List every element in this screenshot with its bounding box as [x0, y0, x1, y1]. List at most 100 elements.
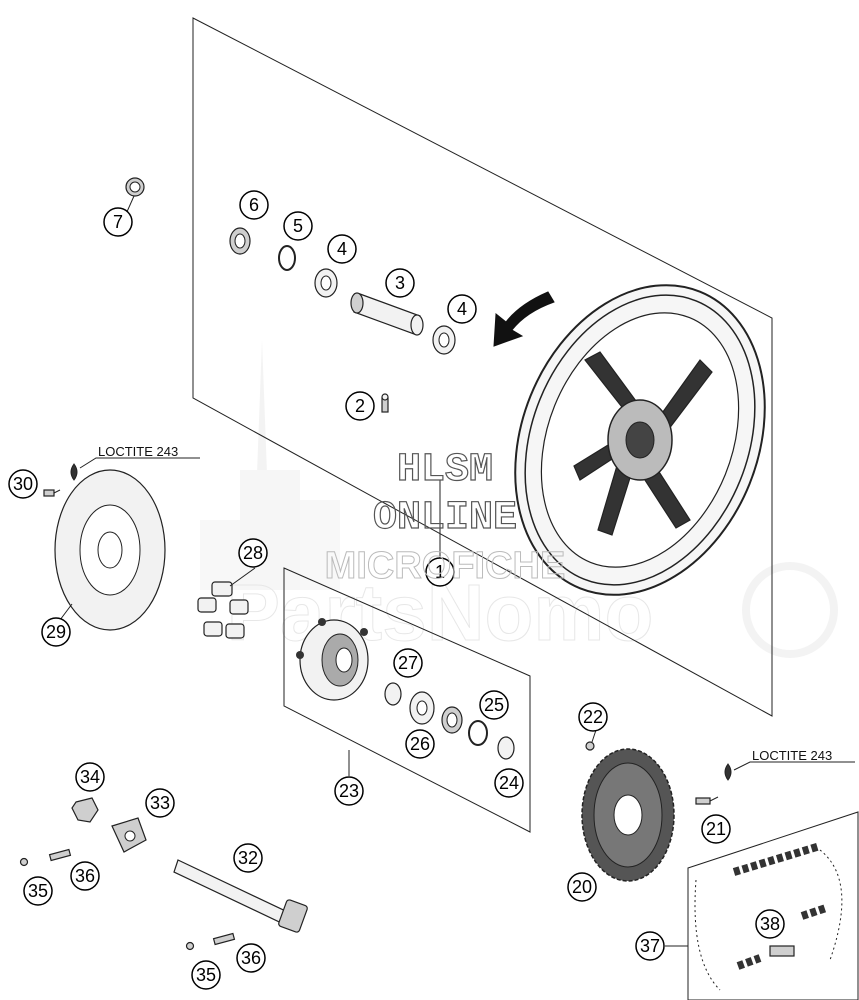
drive-chain — [694, 842, 843, 991]
callout-3: 3 — [385, 268, 415, 298]
callout-circle — [191, 960, 221, 990]
callout-4b: 4 — [447, 294, 477, 324]
callout-number: 36 — [75, 866, 95, 886]
callout-circle — [283, 211, 313, 241]
sprocket-carrier — [296, 618, 369, 701]
callout-number: 30 — [13, 474, 33, 494]
loctite-label-right: LOCTITE 243 — [752, 748, 832, 763]
callout-circle — [75, 762, 105, 792]
callout-37: 37 — [635, 931, 665, 961]
callout-number: 22 — [583, 707, 603, 727]
callout-circle — [701, 814, 731, 844]
sprocket-nut — [585, 741, 595, 751]
rear-wheel — [514, 284, 766, 596]
bearing-left — [314, 268, 338, 298]
leader-lines — [59, 195, 688, 947]
callout-2: 2 — [345, 391, 375, 421]
loctite-leader-right — [733, 761, 855, 771]
callout-22: 22 — [578, 702, 608, 732]
callout-circle — [405, 729, 435, 759]
callout-number: 20 — [572, 877, 592, 897]
callout-number: 6 — [249, 195, 259, 215]
callout-5: 5 — [283, 211, 313, 241]
loctite-drop-left-icon — [70, 463, 78, 481]
callout-25: 25 — [479, 690, 509, 720]
callout-circle — [334, 776, 364, 806]
callout-circle — [145, 788, 175, 818]
callout-number: 35 — [28, 881, 48, 901]
callout-circle — [425, 557, 455, 587]
callout-circle — [578, 702, 608, 732]
callout-24: 24 — [494, 768, 524, 798]
loctite-drop-right-icon — [724, 763, 732, 781]
watermark-line2: ONLINE — [373, 496, 517, 541]
callout-number: 21 — [706, 819, 726, 839]
watermark-line1: HLSM — [397, 448, 493, 493]
callout-circle — [385, 268, 415, 298]
callout-20: 20 — [567, 872, 597, 902]
callout-number: 33 — [150, 793, 170, 813]
circlip — [278, 245, 296, 271]
callout-number: 2 — [355, 396, 365, 416]
callout-number: 36 — [241, 948, 261, 968]
callout-circle — [447, 294, 477, 324]
sprocket-carrier-frame — [283, 567, 531, 833]
axle-sleeve — [350, 292, 424, 336]
callout-number: 23 — [339, 781, 359, 801]
callout-23: 23 — [334, 776, 364, 806]
callout-circle — [635, 931, 665, 961]
callout-34: 34 — [75, 762, 105, 792]
rear-axle — [173, 859, 308, 933]
loctite-leader-left — [79, 457, 200, 469]
callout-circle — [494, 768, 524, 798]
callout-circle — [8, 469, 38, 499]
callout-number: 24 — [499, 773, 519, 793]
callout-35: 35 — [23, 876, 53, 906]
callout-number: 25 — [484, 695, 504, 715]
chain-adjuster — [111, 817, 147, 853]
carrier-bearings — [384, 682, 515, 760]
callout-1: 1 — [425, 557, 455, 587]
callout-circle — [345, 391, 375, 421]
rubber-dampers — [197, 581, 249, 639]
callout-number: 5 — [293, 216, 303, 236]
callout-circle — [479, 690, 509, 720]
callout-36b: 36 — [236, 943, 266, 973]
axle-nut — [71, 797, 99, 823]
callout-30: 30 — [8, 469, 38, 499]
callout-36: 36 — [70, 861, 100, 891]
callout-circle — [238, 538, 268, 568]
callout-circle — [41, 617, 71, 647]
callout-number: 4 — [337, 239, 347, 259]
callout-27: 27 — [393, 648, 423, 678]
shaft-seal — [229, 227, 251, 255]
callout-35b: 35 — [191, 960, 221, 990]
sprocket-screw — [695, 796, 719, 805]
callout-number: 29 — [46, 622, 66, 642]
spacer-7 — [125, 177, 145, 197]
callout-32: 32 — [233, 843, 263, 873]
callout-6: 6 — [239, 190, 269, 220]
callout-group: 1 2 3 4 4 5 6 7 20 21 22 23 24 25 26 27 … — [8, 190, 785, 990]
callout-number: 28 — [243, 543, 263, 563]
callout-circle — [236, 943, 266, 973]
callout-number: 3 — [395, 273, 405, 293]
callout-number: 1 — [435, 562, 445, 582]
brake-disc — [54, 469, 166, 631]
callout-number: 34 — [80, 767, 100, 787]
callout-number: 27 — [398, 653, 418, 673]
callout-circle — [103, 207, 133, 237]
callout-circle — [70, 861, 100, 891]
bearing-right — [432, 325, 456, 355]
callout-number: 35 — [196, 965, 216, 985]
callout-circle — [567, 872, 597, 902]
callout-38: 38 — [755, 909, 785, 939]
callout-29: 29 — [41, 617, 71, 647]
loctite-label-left: LOCTITE 243 — [98, 444, 178, 459]
callout-circle — [755, 909, 785, 939]
callout-number: 37 — [640, 936, 660, 956]
callout-number: 7 — [113, 212, 123, 232]
adjuster-screws — [19, 848, 236, 951]
callout-26: 26 — [405, 729, 435, 759]
